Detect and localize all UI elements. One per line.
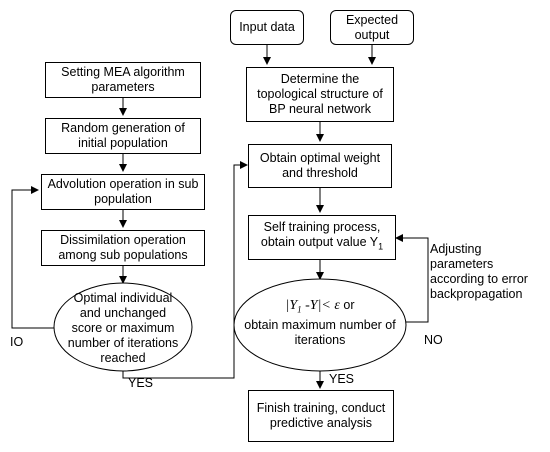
loop-label: IO bbox=[10, 335, 24, 349]
left-decision-text: Optimal individual and unchanged score o… bbox=[67, 290, 179, 365]
no-label: NO bbox=[424, 333, 443, 347]
input-data-box: Input data bbox=[230, 10, 304, 45]
self-training-box: Self training process, obtain output val… bbox=[248, 215, 396, 260]
yes-label-left: YES bbox=[128, 376, 154, 390]
dissimilation-box: Dissimilation operation among sub popula… bbox=[41, 230, 205, 266]
arrow-yes-to-weight bbox=[122, 161, 248, 379]
expected-output-box: Expected output bbox=[330, 10, 414, 45]
advolution-box: Advolution operation in sub population bbox=[41, 174, 205, 210]
right-decision-text: |Y1 -Y|< ε or obtain maximum number of i… bbox=[244, 291, 396, 355]
random-generation-box: Random generation of initial population bbox=[45, 118, 201, 154]
left-decision-ellipse bbox=[53, 282, 193, 372]
condition-formula: |Y1 -Y|< ε or bbox=[285, 298, 355, 315]
obtain-weight-box: Obtain optimal weight and threshold bbox=[248, 144, 392, 188]
finish-training-box: Finish training, conduct predictive anal… bbox=[248, 390, 394, 442]
determine-structure-box: Determine the topological structure of B… bbox=[246, 67, 394, 122]
yes-label-right: YES bbox=[329, 372, 355, 386]
arrow-no-feedback bbox=[395, 234, 429, 323]
adjusting-parameters-text: Adjusting parameters according to error … bbox=[430, 242, 528, 301]
arrow-loop-back bbox=[11, 186, 54, 329]
setting-parameters-box: Setting MEA algorithm parameters bbox=[45, 62, 201, 98]
condition-tail-text: obtain maximum number of iterations bbox=[244, 317, 396, 347]
right-decision-ellipse bbox=[233, 278, 407, 372]
